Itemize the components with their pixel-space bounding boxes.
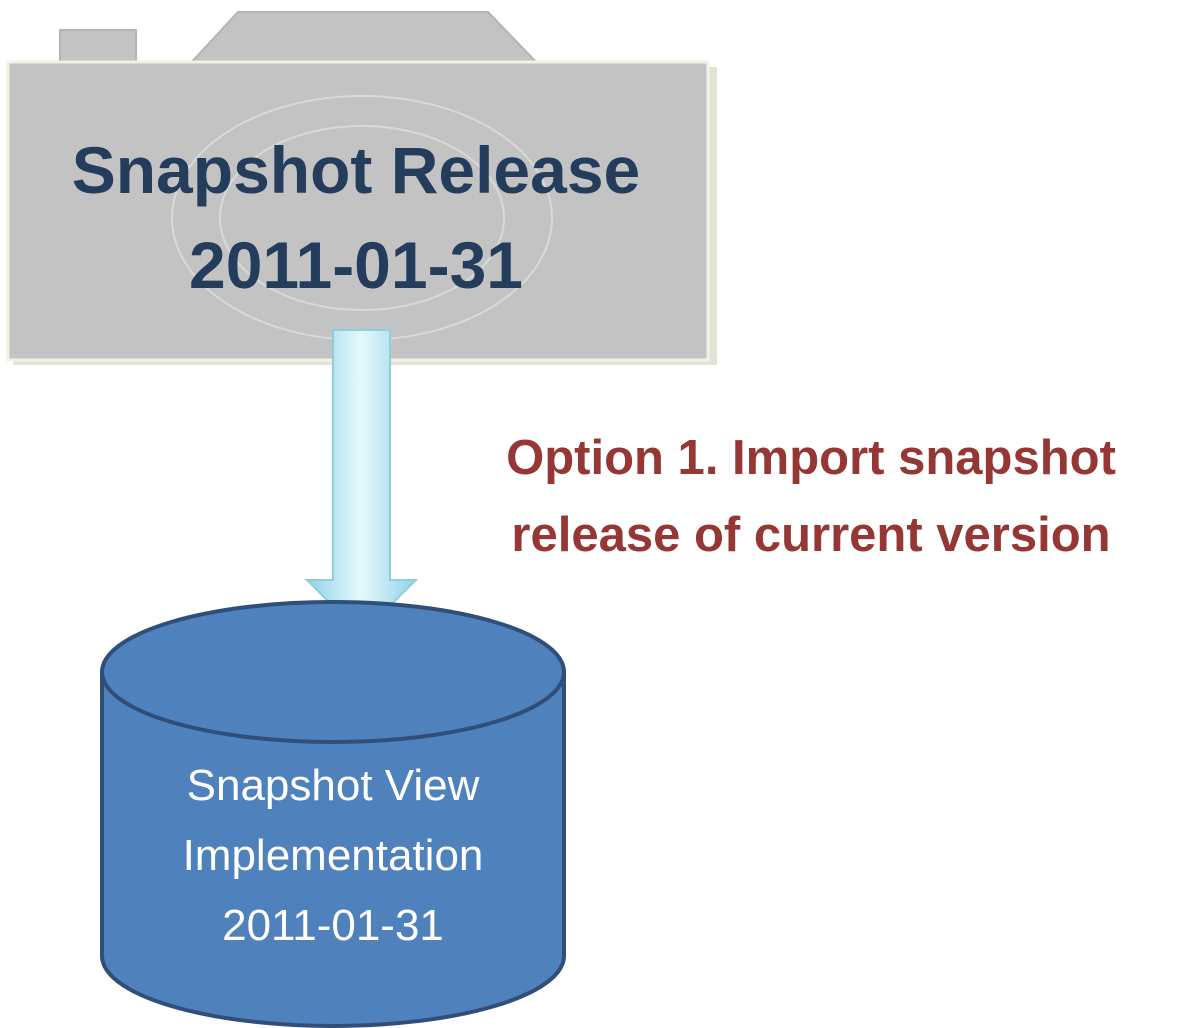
camera-lens-inner [219,125,505,311]
camera-title-line2: 2011-01-31 [189,228,523,302]
database-label-line2: Implementation [183,831,484,880]
database-body [100,670,566,1028]
camera-icon: Snapshot Release 2011-01-31 [6,11,717,365]
arrow-label-line1: Option 1. Import snapshot [506,431,1116,485]
camera-top-hump [185,11,543,67]
database-label-line1: Snapshot View [187,761,480,810]
database-label-line3: 2011-01-31 [222,901,444,950]
arrow-label-line2: release of current version [511,508,1110,562]
import-arrow [304,329,419,636]
database-icon: Snapshot View Implementation 2011-01-31 [100,600,566,1028]
camera-title-line1: Snapshot Release [72,133,641,207]
database-top [100,600,566,744]
camera-body [6,60,710,362]
